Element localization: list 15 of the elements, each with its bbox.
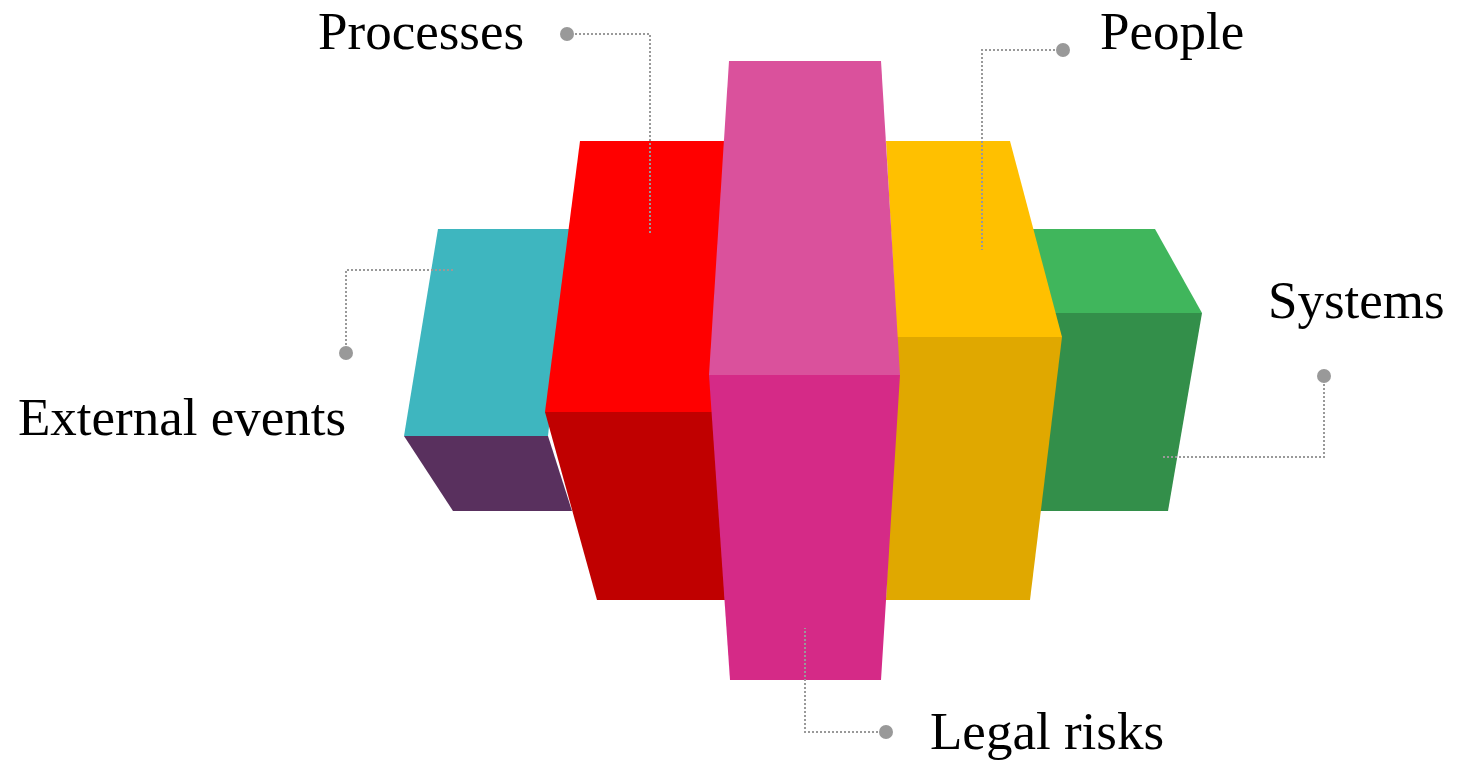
block-drawing xyxy=(545,141,725,600)
block-drawing xyxy=(1032,229,1202,511)
block-drawing xyxy=(886,141,1062,600)
category-label: Systems xyxy=(1268,271,1445,330)
block-drawing xyxy=(404,229,572,511)
category-label: Legal risks xyxy=(930,702,1165,761)
category-label: External events xyxy=(18,388,347,447)
category-label: Processes xyxy=(318,2,525,61)
leader-line xyxy=(1162,369,1331,458)
leader-line xyxy=(981,43,1070,251)
leader-line xyxy=(560,27,651,236)
leader-line xyxy=(339,269,456,360)
category-label: People xyxy=(1100,2,1245,61)
block-drawing xyxy=(709,61,900,680)
leader-line xyxy=(804,627,893,739)
